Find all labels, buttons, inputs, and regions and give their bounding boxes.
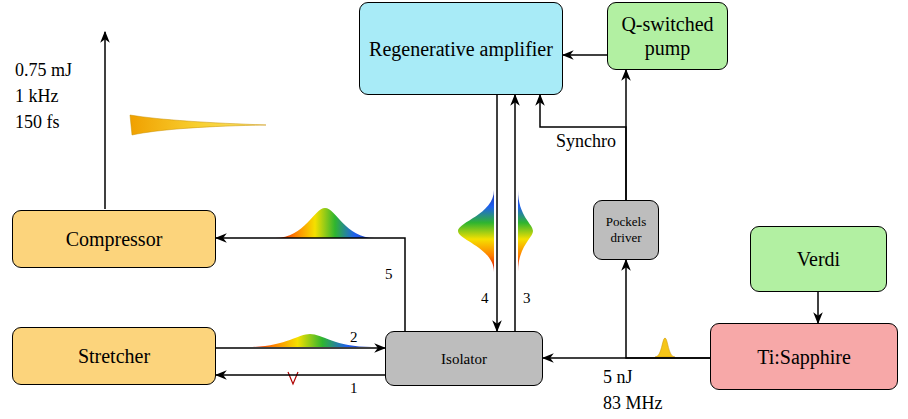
pump-box: Q-switched pump — [607, 2, 728, 70]
beam-connector — [216, 347, 385, 349]
beam-number: 4 — [481, 290, 489, 307]
beam-connector — [216, 238, 405, 331]
driver-box: Pockels driver — [593, 200, 659, 260]
amplified-pulse — [458, 190, 494, 272]
beam-number: 1 — [350, 380, 358, 397]
beam-connector — [514, 95, 516, 331]
box-label: Verdi — [791, 245, 846, 273]
pump-laser-box: Verdi — [750, 226, 887, 292]
stretched-pulse — [518, 190, 533, 272]
beam-connector — [563, 54, 607, 56]
beam-parameter: 0.75 mJ — [15, 61, 72, 81]
box-label: Q-switched pump — [608, 10, 727, 62]
beam-parameter: 83 MHz — [603, 394, 663, 414]
amplifier-box: Regenerative amplifier — [359, 2, 563, 95]
stretched-pulse — [275, 208, 375, 238]
compressed-pulse — [130, 115, 266, 135]
beam-connector — [626, 260, 710, 358]
beam-number: 3 — [523, 290, 531, 307]
box-label: Ti:Sapphire — [751, 343, 857, 371]
box-label: Pockels driver — [594, 213, 658, 246]
beam-number: 2 — [350, 329, 358, 346]
seed-pulse — [655, 338, 675, 357]
beam-connector — [496, 95, 498, 331]
isolator-box: Isolator — [385, 331, 543, 386]
box-label: Regenerative amplifier — [363, 35, 559, 63]
seed-pulse — [288, 372, 298, 384]
beam-connector — [540, 95, 626, 200]
beam-connector — [543, 357, 710, 359]
beam-number: Synchro — [556, 132, 616, 152]
beam-connector — [216, 374, 385, 376]
box-label: Isolator — [438, 349, 490, 369]
beam-number: 5 — [385, 266, 393, 283]
beam-parameter: 150 fs — [15, 113, 60, 133]
stretcher-box: Stretcher — [12, 327, 216, 385]
beam-parameter: 5 nJ — [603, 368, 633, 388]
oscillator-box: Ti:Sapphire — [710, 323, 898, 390]
box-label: Stretcher — [72, 342, 156, 370]
output-beam — [104, 32, 106, 209]
compressor-box: Compressor — [12, 210, 216, 268]
box-label: Compressor — [60, 225, 169, 253]
beam-parameter: 1 kHz — [15, 87, 59, 107]
beam-connector — [817, 292, 819, 323]
